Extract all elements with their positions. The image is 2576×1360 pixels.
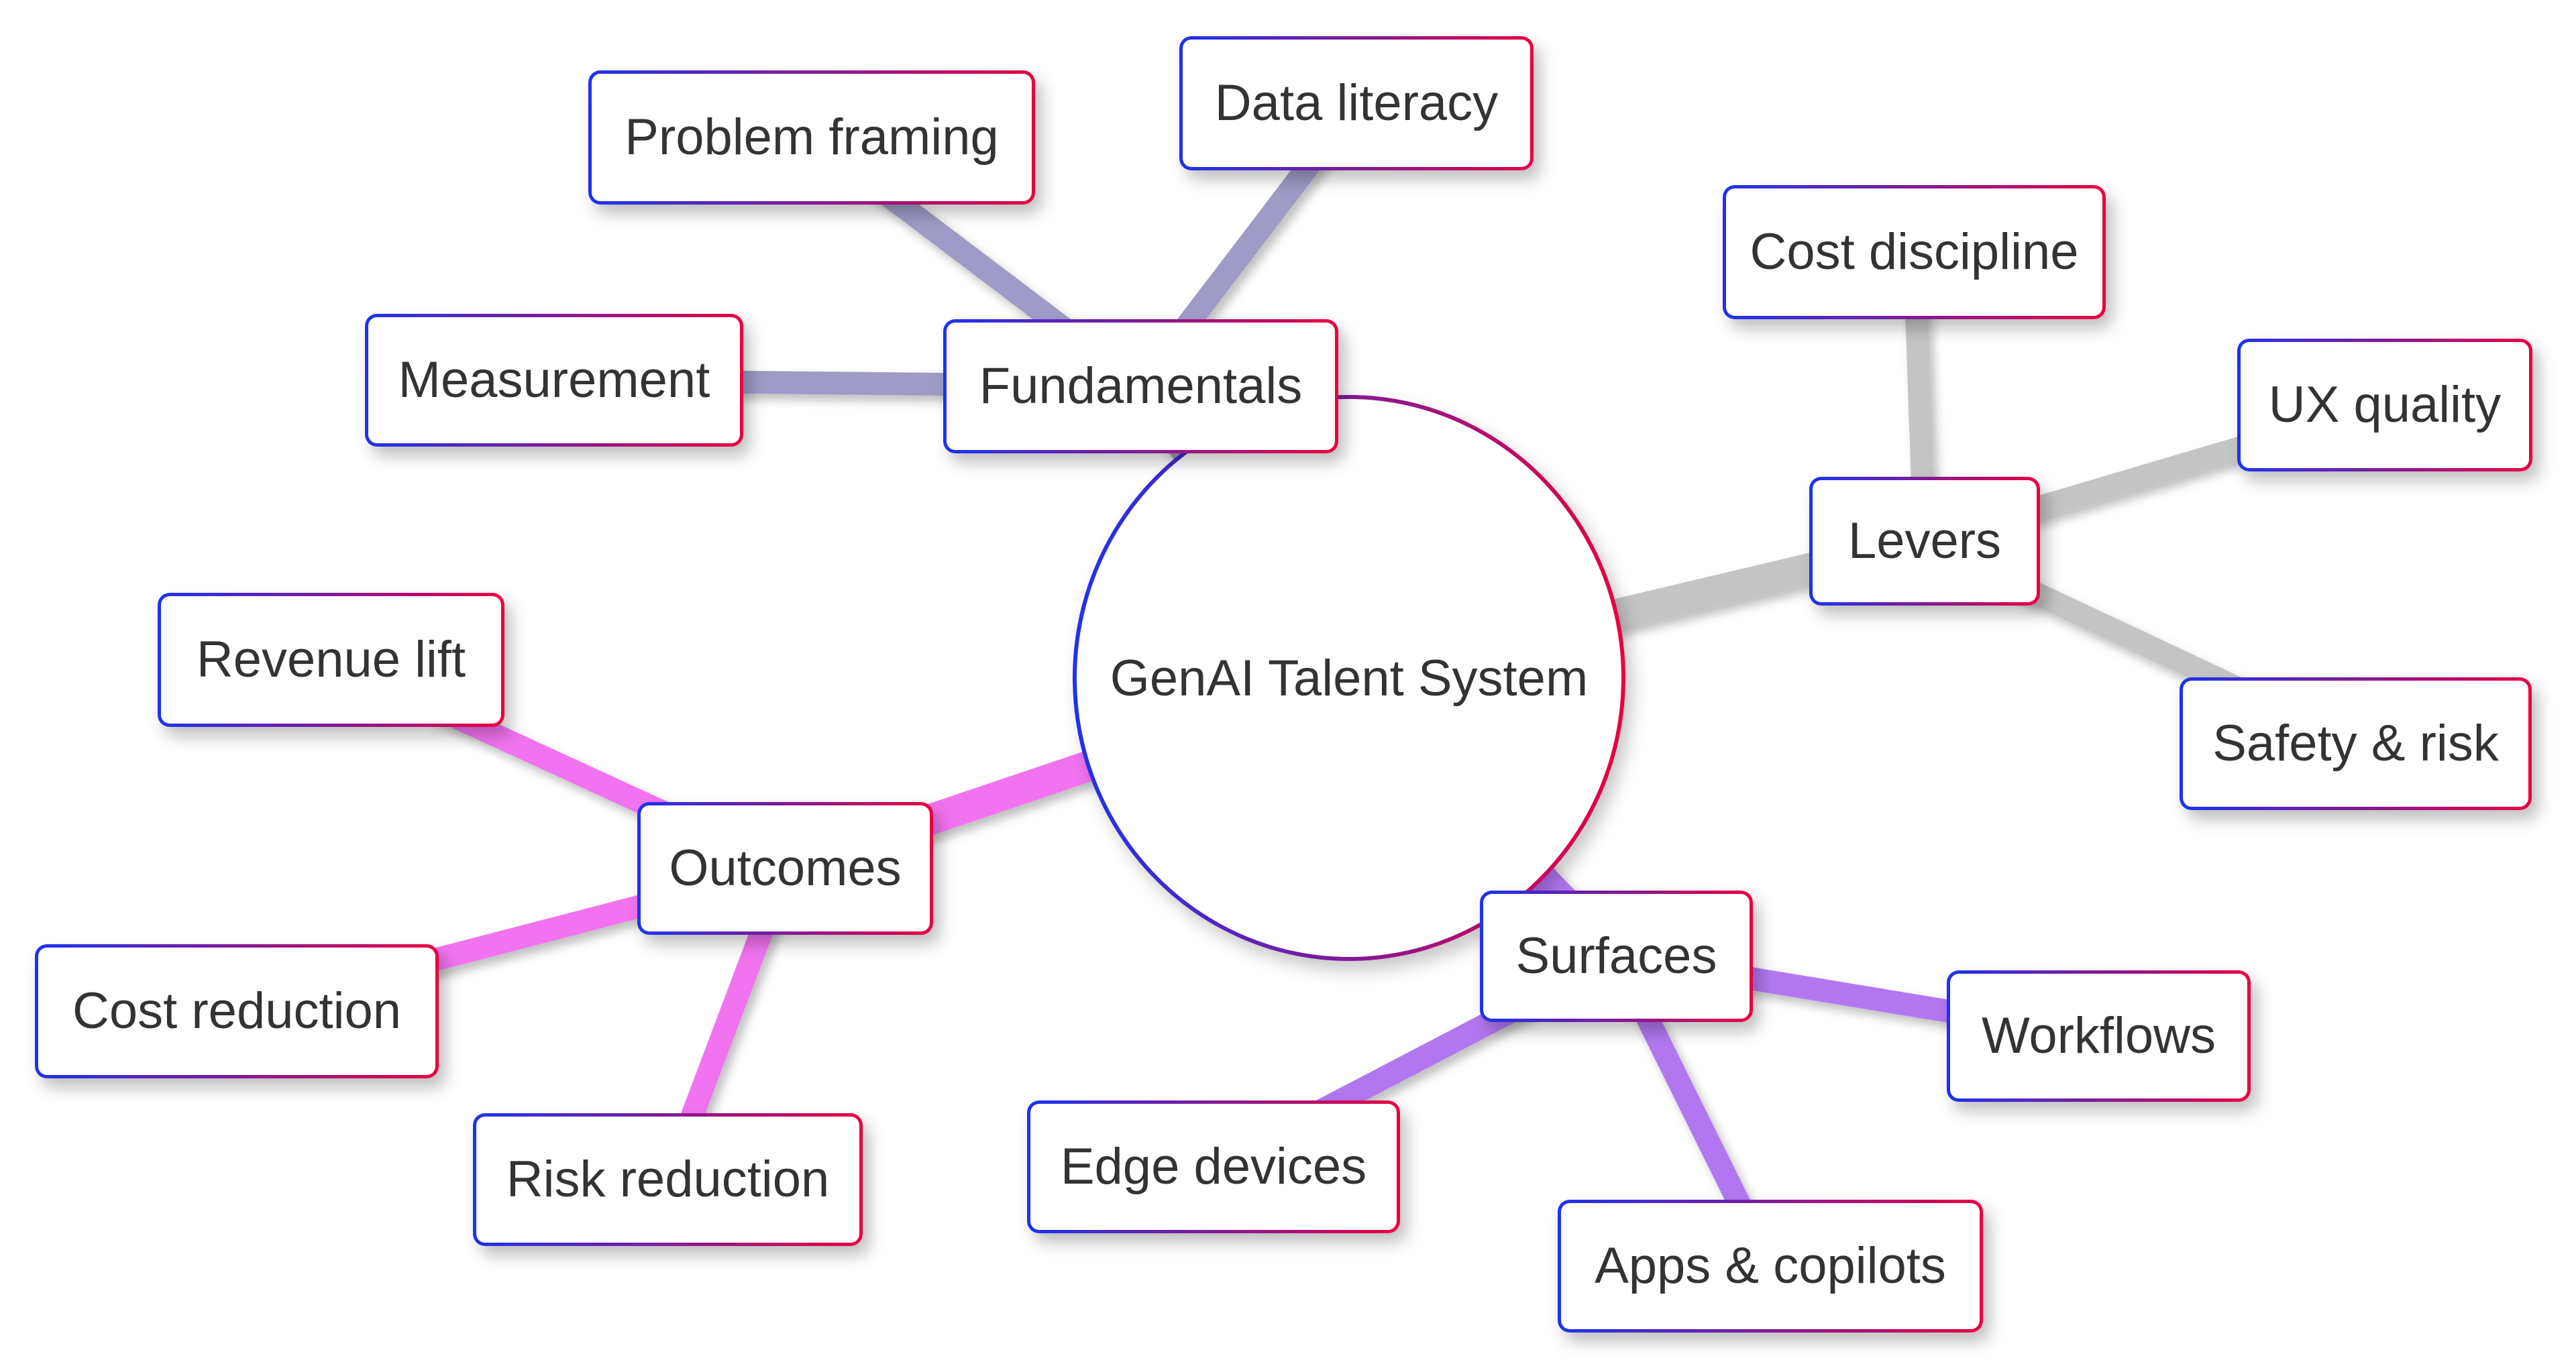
leaf-node-apps-copilots[interactable]: Apps & copilots <box>1558 1200 1983 1333</box>
branch-node-outcomes[interactable]: Outcomes <box>637 802 933 935</box>
node-label: Levers <box>1847 512 2002 570</box>
node-label: UX quality <box>2268 376 2502 434</box>
leaf-node-measurement[interactable]: Measurement <box>365 314 743 447</box>
node-label: Measurement <box>398 351 710 409</box>
node-root[interactable]: GenAI Talent System <box>1073 395 1625 961</box>
branch-node-surfaces[interactable]: Surfaces <box>1480 891 1753 1022</box>
node-label: Data literacy <box>1214 74 1499 132</box>
node-label: Surfaces <box>1515 927 1717 985</box>
node-label: Edge devices <box>1060 1138 1367 1196</box>
leaf-node-risk-reduction[interactable]: Risk reduction <box>473 1113 863 1246</box>
leaf-node-problem-framing[interactable]: Problem framing <box>588 70 1035 205</box>
node-label: Apps & copilots <box>1595 1237 1946 1295</box>
node-label: Cost discipline <box>1750 223 2079 281</box>
leaf-node-cost-reduction[interactable]: Cost reduction <box>35 944 439 1078</box>
node-root-label: GenAI Talent System <box>1110 649 1589 707</box>
leaf-node-safety-risk[interactable]: Safety & risk <box>2180 677 2532 810</box>
branch-node-levers[interactable]: Levers <box>1809 477 2040 606</box>
node-label: Problem framing <box>625 109 999 166</box>
leaf-node-workflows[interactable]: Workflows <box>1947 970 2251 1102</box>
node-label: Cost reduction <box>72 982 402 1040</box>
branch-node-fundamentals[interactable]: Fundamentals <box>943 319 1338 453</box>
leaf-node-revenue-lift[interactable]: Revenue lift <box>158 593 504 727</box>
node-label: Revenue lift <box>196 631 466 689</box>
node-label: Workflows <box>1981 1007 2216 1065</box>
node-label: Safety & risk <box>2212 715 2499 773</box>
leaf-node-edge-devices[interactable]: Edge devices <box>1027 1100 1400 1233</box>
node-label: Outcomes <box>669 840 902 897</box>
leaf-node-ux-quality[interactable]: UX quality <box>2237 339 2532 471</box>
node-label: Risk reduction <box>506 1151 830 1208</box>
node-label: Fundamentals <box>979 357 1303 415</box>
leaf-node-cost-discipline[interactable]: Cost discipline <box>1723 185 2106 319</box>
leaf-node-data-literacy[interactable]: Data literacy <box>1179 36 1534 170</box>
